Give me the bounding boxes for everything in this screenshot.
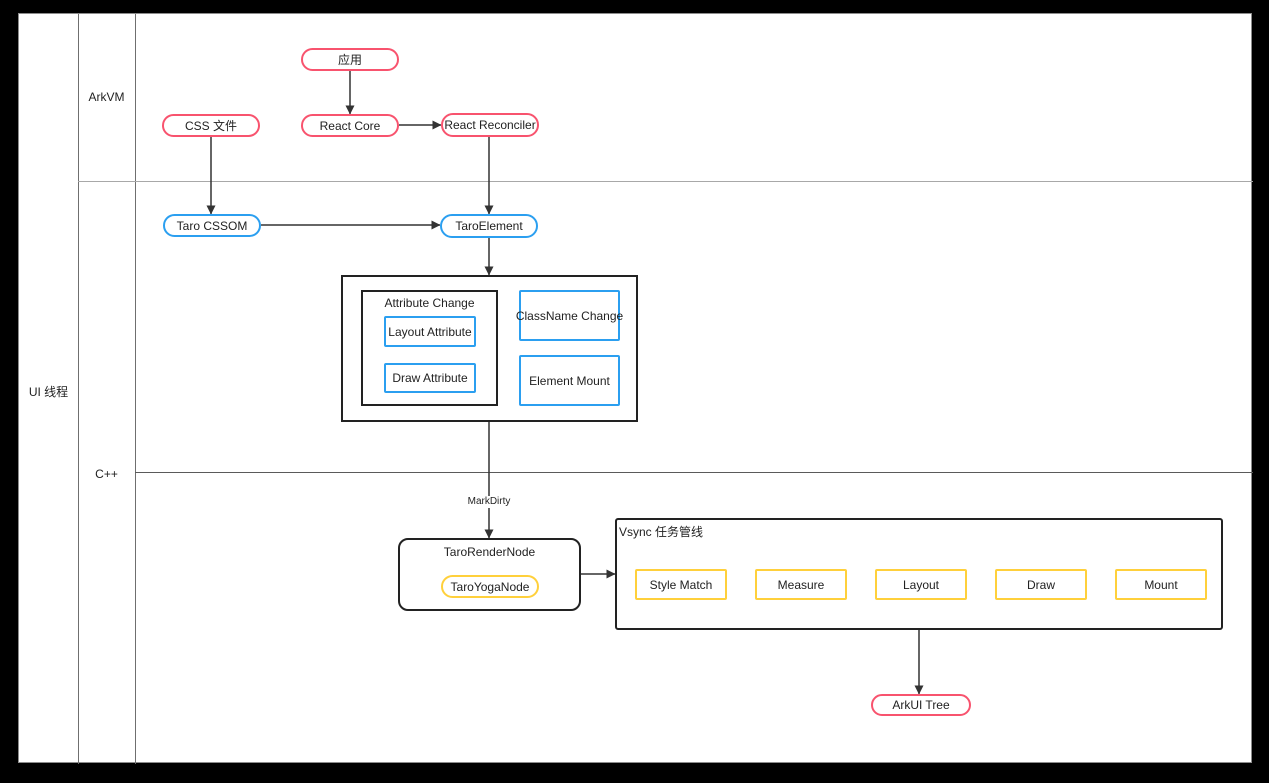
node-react-reconciler: React Reconciler	[441, 113, 539, 137]
node-mount: Mount	[1115, 569, 1207, 600]
node-taro-cssom-label: Taro CSSOM	[176, 218, 248, 233]
node-measure: Measure	[755, 569, 847, 600]
lane-divider-vertical-2	[135, 14, 136, 764]
node-arkui-tree: ArkUI Tree	[871, 694, 971, 716]
node-app: 应用	[301, 48, 399, 71]
lane-label-cpp: C++	[95, 467, 118, 481]
lane-label-ui-thread: UI 线程	[28, 385, 69, 399]
node-taro-yoga-node-label: TaroYogaNode	[450, 579, 530, 594]
lane-divider-content	[135, 472, 1253, 473]
edge-label-mark-dirty: MarkDirty	[464, 496, 514, 508]
node-layout-label: Layout	[902, 577, 940, 592]
node-taro-element-label: TaroElement	[455, 219, 523, 233]
node-layout-attribute: Layout Attribute	[384, 316, 476, 347]
node-layout: Layout	[875, 569, 967, 600]
diagram-canvas: UI 线程 ArkVM C++ 应用	[18, 13, 1253, 764]
node-taro-render-node-label: TaroRenderNode	[443, 545, 536, 559]
node-taro-yoga-node: TaroYogaNode	[441, 575, 539, 598]
node-classname-change-label: ClassName Change	[515, 308, 624, 323]
node-layout-attribute-label: Layout Attribute	[388, 324, 472, 339]
node-draw-attribute-label: Draw Attribute	[392, 371, 468, 385]
node-element-mount-label: Element Mount	[529, 373, 610, 388]
lane-divider-vertical-1	[78, 14, 79, 764]
node-taro-element: TaroElement	[440, 214, 538, 238]
node-element-mount: Element Mount	[519, 355, 620, 406]
node-draw-label: Draw	[1026, 577, 1055, 592]
node-style-match: Style Match	[635, 569, 727, 600]
node-taro-cssom: Taro CSSOM	[163, 214, 261, 237]
node-css-file: CSS 文件	[162, 114, 260, 137]
node-draw: Draw	[995, 569, 1087, 600]
node-mount-label: Mount	[1144, 577, 1178, 592]
node-classname-change: ClassName Change	[515, 290, 624, 341]
node-draw-attribute: Draw Attribute	[384, 363, 476, 393]
node-arkui-tree-label: ArkUI Tree	[892, 698, 950, 712]
group-attribute-change-title: Attribute Change	[384, 296, 475, 310]
node-app-label: 应用	[337, 53, 362, 67]
lane-label-arkvm: ArkVM	[88, 90, 125, 104]
node-react-core-label: React Core	[319, 118, 381, 133]
node-style-match-label: Style Match	[649, 577, 713, 592]
lane-divider-arkvm-cpp	[78, 181, 1253, 182]
group-vsync-pipeline-title: Vsync 任务管线	[619, 525, 704, 539]
node-css-file-label: CSS 文件	[184, 119, 237, 133]
node-react-reconciler-label: React Reconciler	[444, 118, 536, 132]
group-taro-render-node	[398, 538, 581, 611]
node-react-core: React Core	[301, 114, 399, 137]
node-measure-label: Measure	[777, 577, 825, 592]
